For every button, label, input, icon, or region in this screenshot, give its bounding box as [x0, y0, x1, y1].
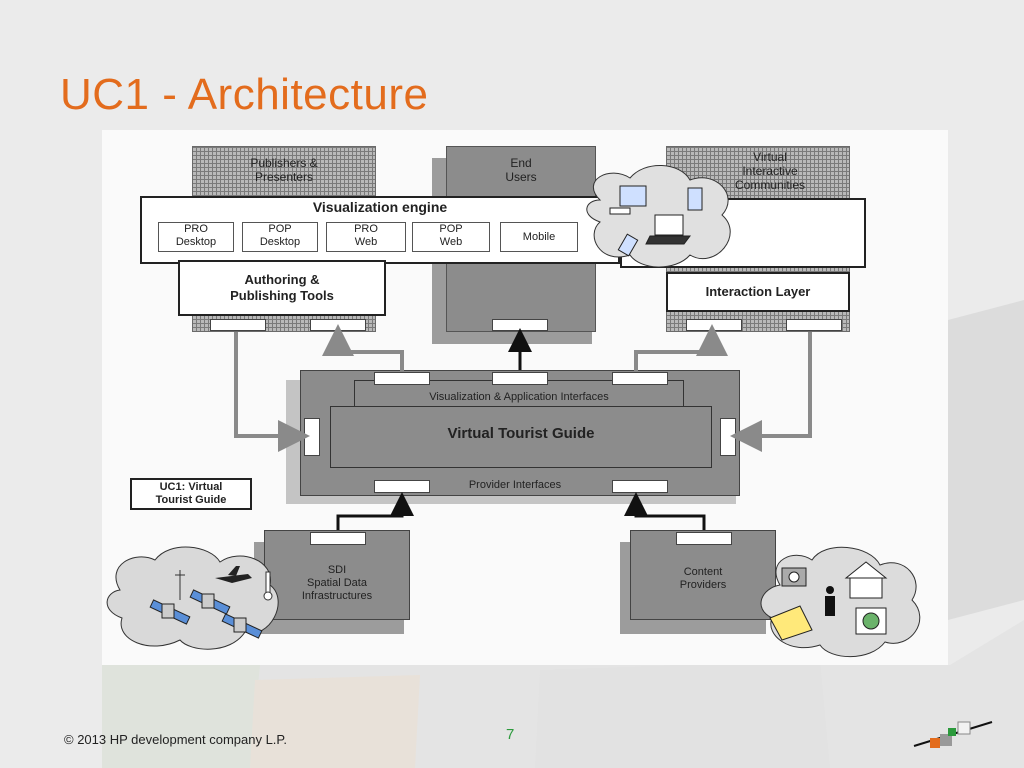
vis-pop-desktop — [242, 222, 318, 252]
uc1-label-box — [130, 478, 252, 510]
visualization-engine-title: Visualization engine — [312, 199, 448, 215]
sdi-box — [264, 530, 410, 620]
authoring-tools-label: Authoring &Publishing Tools — [230, 272, 334, 303]
vtg-outer-box — [300, 370, 740, 496]
content-slot — [676, 532, 732, 545]
interaction-layer-label: Interaction Layer — [705, 284, 811, 299]
interaction-layer-box — [666, 272, 850, 312]
house-icon — [844, 561, 888, 599]
pda-icon — [687, 187, 703, 211]
vtg-slot-top-left — [374, 372, 430, 385]
vtg-inner-box — [330, 406, 712, 468]
airplane-icon — [215, 566, 252, 583]
thermometer-icon — [263, 571, 273, 601]
vis-pop-web — [412, 222, 490, 252]
authoring-tools-box — [178, 260, 386, 316]
publishers-slot-left — [210, 319, 266, 331]
vis-mobile-label: Mobile — [522, 231, 556, 243]
antenna-icon — [175, 570, 185, 600]
vis-pro-web — [326, 222, 406, 252]
map-icon — [855, 607, 887, 635]
vtg-slot-top-center — [492, 372, 548, 385]
page-title: UC1 - Architecture — [60, 70, 429, 119]
content-cloud — [760, 546, 921, 658]
content-providers-box — [630, 530, 776, 620]
hp-logo-icon — [913, 721, 993, 748]
page-number: 7 — [506, 726, 515, 743]
publishers-label: Publishers &Presenters — [250, 156, 318, 184]
vis-pro-desktop — [158, 222, 234, 252]
camera-icon — [781, 567, 807, 587]
person-icon — [825, 586, 835, 616]
copyright-footer: © 2013 HP development company L.P. — [64, 732, 288, 747]
monitor-icon — [609, 185, 647, 215]
communities-slot-right — [786, 319, 842, 331]
vtg-title: Virtual Tourist Guide — [447, 425, 595, 442]
satellite-icon-3 — [221, 613, 263, 639]
note-icon — [769, 605, 813, 641]
vis-app-interfaces-label: Visualization & Application Interfaces — [429, 391, 609, 403]
provider-interfaces-label: Provider Interfaces — [468, 479, 562, 491]
vis-mobile — [500, 222, 578, 252]
vtg-slot-top-right — [612, 372, 668, 385]
phone-icon — [617, 233, 639, 257]
sdi-slot — [310, 532, 366, 545]
satellite-icon — [149, 599, 191, 625]
satellite-icon-2 — [189, 589, 231, 615]
laptop-icon — [645, 214, 691, 245]
